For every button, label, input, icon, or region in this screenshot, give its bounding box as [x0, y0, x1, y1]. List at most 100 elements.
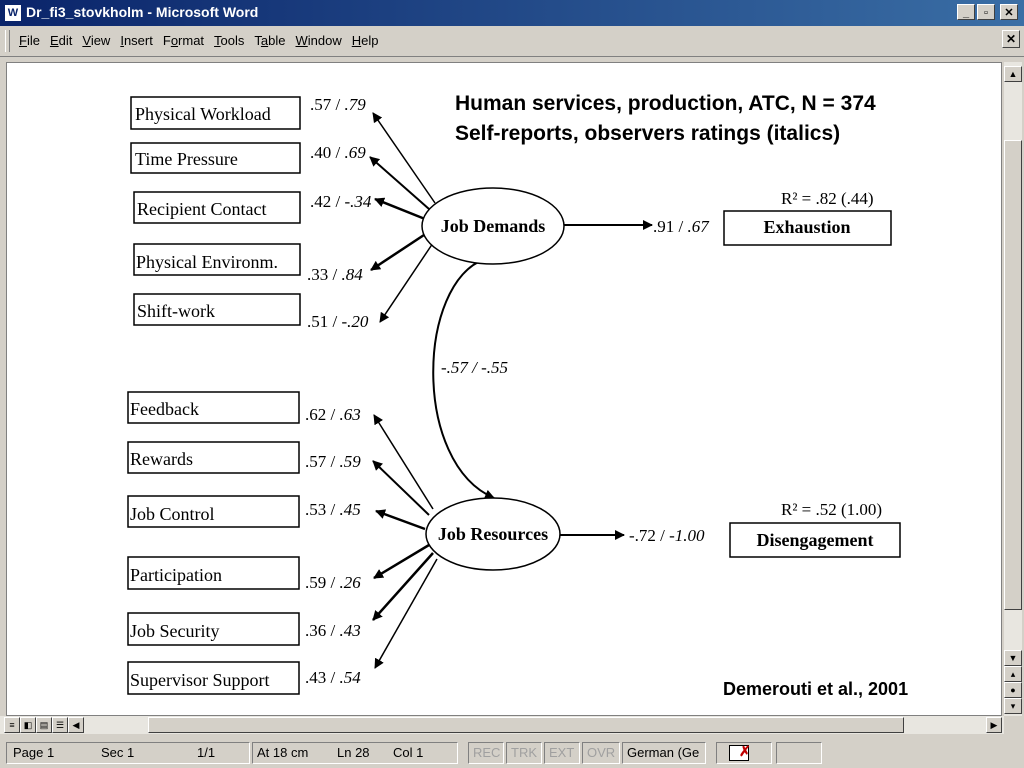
web-layout-view-button[interactable]: ◧ — [20, 717, 36, 733]
status-language[interactable]: German (Ge — [622, 742, 706, 764]
horizontal-scrollbar[interactable]: ≡ ◧ ▤ ☰ ◀ ▶ — [0, 716, 1004, 734]
next-page-button[interactable]: ▾ — [1004, 698, 1022, 714]
horizontal-scroll-thumb[interactable] — [148, 717, 904, 733]
status-rec[interactable]: REC — [468, 742, 504, 764]
menu-item-6[interactable]: Table — [249, 33, 290, 48]
menu-item-label: ools — [220, 33, 245, 48]
menu-item-7[interactable]: Window — [291, 33, 347, 48]
indicator-box-job-control — [127, 495, 300, 528]
job-resources-label: Job Resources — [438, 524, 548, 544]
arrow-resources-job-control — [375, 509, 426, 531]
restore-button[interactable]: ▫ — [977, 4, 995, 20]
outline-view-button[interactable]: ☰ — [52, 717, 68, 733]
document-close-button[interactable]: ✕ — [1002, 30, 1020, 48]
indicator-box-participation — [127, 556, 300, 590]
status-ovr[interactable]: OVR — [582, 742, 620, 764]
menu-item-accelerator: H — [351, 33, 362, 48]
document-area[interactable]: Human services, production, ATC, N = 374… — [6, 62, 1002, 716]
status-cursor-pane[interactable]: At 18 cm Ln 28 Col 1 — [252, 742, 458, 764]
indicator-label-rewards: Rewards — [130, 449, 193, 469]
menu-item-1[interactable]: Edit — [45, 33, 77, 48]
correlation-arc — [432, 251, 496, 500]
status-bar: Page 1 Sec 1 1/1 At 18 cm Ln 28 Col 1 RE… — [0, 738, 1024, 768]
loading-recipient-contact-b: -.34 — [344, 192, 371, 211]
minimize-button[interactable]: _ — [957, 4, 975, 20]
vertical-scroll-thumb[interactable] — [1004, 140, 1022, 610]
indicator-label-recipient-contact: Recipient Contact — [137, 199, 266, 219]
loading-physical-environm: .33 / .84 — [307, 265, 363, 284]
title-bar: W Dr_fi3_stovkholm - Microsoft Word _ ▫ … — [0, 0, 1024, 26]
loading-job-security-b: .43 — [339, 621, 360, 640]
print-layout-view-button[interactable]: ▤ — [36, 717, 52, 733]
indicator-label-physical-workload: Physical Workload — [135, 104, 271, 124]
previous-page-button[interactable]: ▴ — [1004, 666, 1022, 682]
scroll-right-button[interactable]: ▶ — [986, 717, 1002, 733]
indicator-label-participation: Participation — [130, 565, 222, 585]
menu-item-label: dit — [58, 33, 73, 48]
spelling-status-pane[interactable]: ✗ — [716, 742, 772, 764]
status-trk[interactable]: TRK — [506, 742, 542, 764]
menu-item-accelerator: o — [170, 33, 179, 48]
loading-physical-environm-b: .84 — [341, 265, 363, 284]
status-position-pane[interactable]: Page 1 Sec 1 1/1 — [6, 742, 250, 764]
loading-supervisor-support: .43 / .54 — [305, 668, 361, 687]
status-page: Page 1 — [13, 745, 55, 760]
loading-participation: .59 / .26 — [305, 573, 361, 592]
status-at: At 18 cm — [257, 745, 309, 760]
loading-participation-a: .59 / — [305, 573, 339, 592]
menu-item-accelerator: T — [214, 33, 221, 48]
arrow-demands-shift-work — [379, 242, 434, 323]
loading-rewards: .57 / .59 — [305, 452, 361, 471]
indicator-label-feedback: Feedback — [130, 399, 199, 419]
loading-participation-b: .26 — [339, 573, 361, 592]
scroll-up-button[interactable]: ▲ — [1004, 66, 1022, 82]
path-disengagement: -.72 / -1.00 — [629, 526, 705, 545]
close-button[interactable]: ✕ — [1000, 4, 1018, 20]
path-exhaustion: .91 / .67 — [653, 217, 710, 236]
menu-item-5[interactable]: Tools — [209, 33, 249, 48]
arrow-resources-rewards — [372, 460, 430, 516]
menu-item-0[interactable]: File — [14, 33, 45, 48]
menu-item-prefix: T — [254, 33, 261, 48]
scroll-left-button[interactable]: ◀ — [68, 717, 84, 733]
word-app-icon[interactable]: W — [4, 4, 22, 22]
loading-time-pressure-b: .69 — [344, 143, 366, 162]
status-column: Col 1 — [393, 745, 424, 760]
normal-view-button[interactable]: ≡ — [4, 717, 20, 733]
indicator-box-time-pressure — [130, 142, 301, 174]
indicator-box-job-security — [127, 612, 300, 646]
r2-disengagement: R² = .52 (1.00) — [781, 500, 882, 519]
app-icon-letter: W — [7, 7, 19, 19]
loading-physical-workload-a: .57 / — [310, 95, 344, 114]
loading-supervisor-support-a: .43 / — [305, 668, 339, 687]
menu-item-8[interactable]: Help — [347, 33, 384, 48]
loading-rewards-a: .57 / — [305, 452, 339, 471]
disengagement-box — [729, 522, 901, 558]
menu-item-accelerator: F — [19, 33, 27, 48]
menu-item-accelerator: V — [82, 33, 91, 48]
menu-item-2[interactable]: View — [77, 33, 115, 48]
status-ext[interactable]: EXT — [544, 742, 580, 764]
arrow-resources-supervisor-support — [374, 558, 438, 669]
arrow-demands-recipient-contact — [374, 197, 426, 221]
loading-time-pressure: .40 / .69 — [310, 143, 366, 162]
menu-item-accelerator: E — [49, 33, 59, 48]
menu-item-3[interactable]: Insert — [115, 33, 158, 48]
menu-item-accelerator: a — [260, 33, 269, 48]
scroll-down-button[interactable]: ▼ — [1004, 650, 1022, 666]
select-browse-object-button[interactable]: ● — [1004, 682, 1022, 698]
indicator-label-time-pressure: Time Pressure — [135, 149, 238, 169]
vertical-scrollbar[interactable]: ▲ ▼ ▴ ● ▾ — [1004, 62, 1022, 716]
correlation-label: -.57 / -.55 — [441, 358, 508, 377]
heading-line-1: Human services, production, ATC, N = 374 — [455, 92, 876, 115]
menu-item-4[interactable]: Format — [158, 33, 209, 48]
menu-grip[interactable] — [5, 30, 10, 52]
path-exhaustion-b: .67 — [687, 217, 710, 236]
status-line: Ln 28 — [337, 745, 370, 760]
status-pages: 1/1 — [197, 745, 216, 760]
path-disengagement-a: -.72 / — [629, 526, 669, 545]
indicator-label-supervisor-support: Supervisor Support — [130, 670, 270, 690]
indicator-box-supervisor-support — [127, 661, 300, 695]
path-diagram: Human services, production, ATC, N = 374… — [127, 92, 908, 699]
